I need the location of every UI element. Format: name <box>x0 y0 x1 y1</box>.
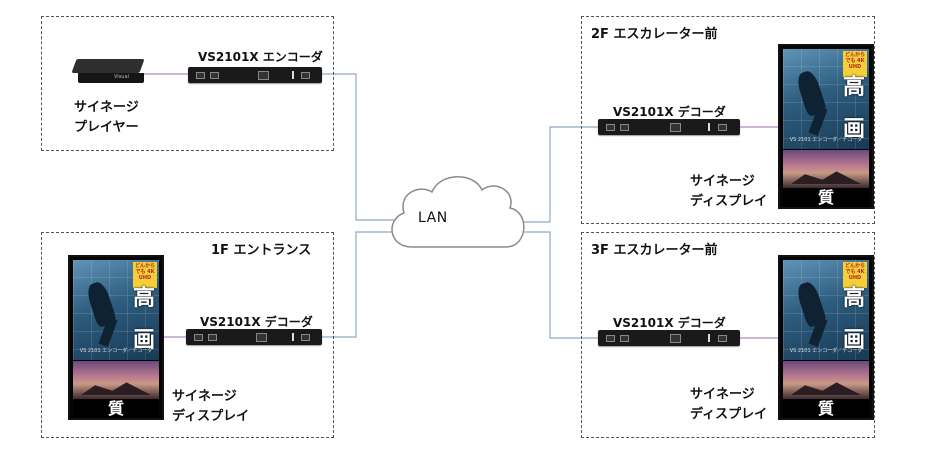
decoder-device-2f <box>598 119 740 135</box>
decoder-device-1f <box>186 329 322 345</box>
signage-display-1f: どんからでも 4K UHD 高 画 VS 2101 エンコーダ／デコーダ 質 <box>68 255 164 420</box>
lan-link-encoder <box>322 73 398 221</box>
decoder-label-3f: VS2101X デコーダ <box>613 316 726 330</box>
zone-2f-title: 2F エスカレーター前 <box>591 27 718 42</box>
encoder-device <box>188 67 322 83</box>
source-zone <box>41 16 334 151</box>
lan-link-1f <box>322 231 398 338</box>
lan-label: LAN <box>418 210 448 226</box>
signage-display-3f: どんからでも 4K UHD 高 画 VS 2101 エンコーダ／デコーダ 質 <box>778 255 874 420</box>
signage-player-device: Visual <box>71 59 148 85</box>
player-caption: サイネージ プレイヤー <box>74 100 139 135</box>
lan-cloud <box>391 176 525 248</box>
zone-3f <box>581 232 875 438</box>
display-caption-2f: サイネージ ディスプレイ <box>690 174 768 209</box>
decoder-label-2f: VS2101X デコーダ <box>613 105 726 119</box>
zone-1f-title: 1F エントランス <box>211 243 312 258</box>
zone-3f-title: 3F エスカレーター前 <box>591 243 718 258</box>
lan-link-3f <box>524 231 598 339</box>
lan-link-2f <box>524 126 598 223</box>
decoder-device-3f <box>598 330 740 346</box>
zone-2f <box>581 16 875 224</box>
display-caption-3f: サイネージ ディスプレイ <box>690 387 768 422</box>
display-caption-1f: サイネージ ディスプレイ <box>172 389 250 424</box>
encoder-label: VS2101X エンコーダ <box>198 50 323 64</box>
signage-display-2f: どんからでも 4K UHD 高 画 VS 2101 エンコーダ／デコーダ 質 <box>778 44 874 209</box>
decoder-label-1f: VS2101X デコーダ <box>200 315 313 329</box>
player-logo: Visual <box>114 74 129 80</box>
zone-1f <box>41 232 334 438</box>
